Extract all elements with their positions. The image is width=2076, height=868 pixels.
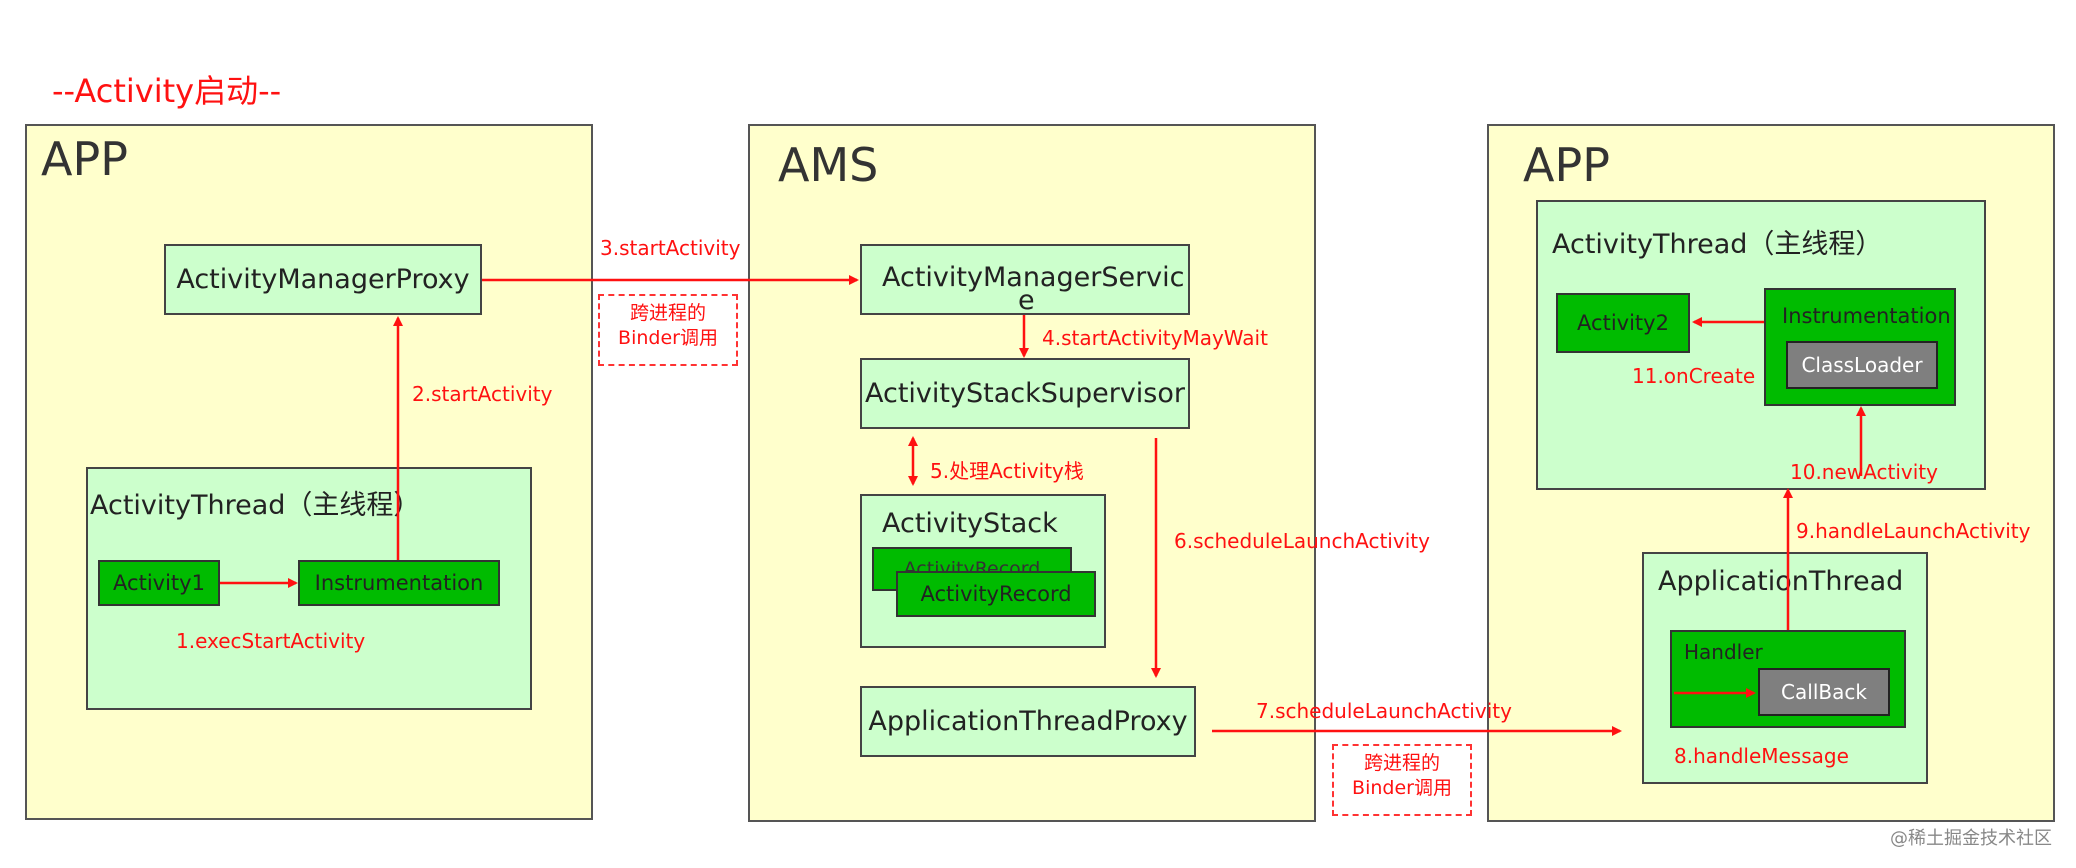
diagram-title: --Activity启动-- bbox=[52, 72, 282, 110]
binder-note-1-line2: Binder调用 bbox=[618, 327, 718, 349]
ams-title: AMS bbox=[778, 138, 879, 192]
right-activity-thread-title: ActivityThread（主线程） bbox=[1552, 229, 1883, 260]
activity-stack-title: ActivityStack bbox=[882, 508, 1058, 539]
activity2-box[interactable]: Activity2 bbox=[1556, 293, 1690, 353]
step-9-label: 9.handleLaunchActivity bbox=[1796, 519, 2031, 543]
step-8-label: 8.handleMessage bbox=[1674, 744, 1849, 768]
left-app-title: APP bbox=[41, 132, 128, 186]
watermark: @稀土掘金技术社区 bbox=[1890, 828, 2052, 849]
binder-note-2-line2: Binder调用 bbox=[1352, 777, 1452, 799]
activity-manager-service-label: ActivityManagerServic bbox=[882, 262, 1185, 293]
step-7-label: 7.scheduleLaunchActivity bbox=[1256, 699, 1512, 723]
application-thread-title: ApplicationThread bbox=[1658, 566, 1904, 597]
activity-manager-service-label-wrap: e bbox=[1018, 285, 1035, 316]
activity1-box[interactable]: Activity1 bbox=[98, 560, 220, 606]
left-instrumentation-box[interactable]: Instrumentation bbox=[298, 560, 500, 606]
step-4-label: 4.startActivityMayWait bbox=[1042, 326, 1268, 350]
activity-manager-proxy-box[interactable]: ActivityManagerProxy bbox=[164, 244, 482, 315]
activity-manager-service-box[interactable]: ActivityManagerServic e bbox=[860, 244, 1190, 316]
step-1-label: 1.execStartActivity bbox=[176, 629, 366, 653]
binder-note-1-line1: 跨进程的 bbox=[629, 302, 706, 324]
left-activity-thread-title: ActivityThread（主线程） bbox=[90, 490, 421, 521]
activity-stack-supervisor-box[interactable]: ActivityStackSupervisor bbox=[860, 358, 1190, 429]
step-2-label: 2.startActivity bbox=[412, 382, 553, 406]
application-thread-proxy-box[interactable]: ApplicationThreadProxy bbox=[860, 686, 1196, 757]
activity-record-front[interactable]: ActivityRecord bbox=[896, 571, 1096, 617]
step-5-label: 5.处理Activity栈 bbox=[930, 459, 1084, 483]
classloader-box[interactable]: ClassLoader bbox=[1786, 341, 1938, 389]
step-3-label: 3.startActivity bbox=[600, 236, 741, 260]
right-app-title: APP bbox=[1523, 138, 1610, 192]
step-6-label: 6.scheduleLaunchActivity bbox=[1174, 529, 1430, 553]
callback-box[interactable]: CallBack bbox=[1758, 668, 1890, 716]
binder-note-2: 跨进程的 Binder调用 bbox=[1332, 744, 1472, 816]
step-11-label: 11.onCreate bbox=[1632, 364, 1756, 388]
right-instrumentation-label: Instrumentation bbox=[1782, 304, 1951, 328]
binder-note-2-line1: 跨进程的 bbox=[1363, 752, 1440, 774]
binder-note-1: 跨进程的 Binder调用 bbox=[598, 294, 738, 366]
handler-label: Handler bbox=[1684, 640, 1763, 664]
step-10-label: 10.newActivity bbox=[1790, 460, 1938, 484]
